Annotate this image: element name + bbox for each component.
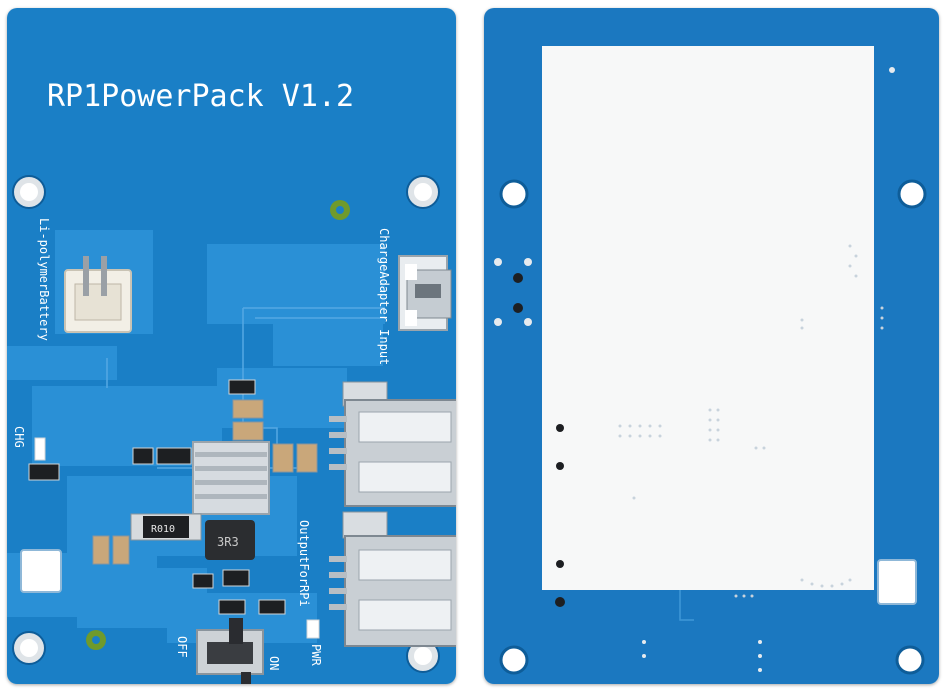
battery-label: Li-polymerBattery (37, 218, 51, 341)
back-trace (679, 590, 694, 621)
battery-connector (64, 256, 132, 333)
smd-components (28, 264, 417, 639)
inductor-marking: 3R3 (217, 535, 239, 549)
pcb-back (484, 8, 939, 684)
back-vias (555, 424, 565, 607)
off-label: OFF (175, 636, 189, 658)
power-switch (196, 618, 264, 684)
heatsink (192, 441, 270, 515)
pcb-front: RP1PowerPack V1.2 Li-polymerBattery Char… (7, 8, 456, 684)
chg-label: CHG (12, 426, 26, 448)
board-title: RP1PowerPack V1.2 (47, 79, 354, 114)
pcb-front-art: RP1PowerPack V1.2 Li-polymerBattery Char… (7, 8, 456, 684)
back-blue-dots (642, 67, 895, 672)
usb-a-port-bottom (329, 511, 456, 647)
pcb-back-art (484, 8, 939, 684)
charge-input-label: ChargeAdapter Input (377, 228, 391, 365)
back-dot-patterns (618, 244, 884, 598)
resistor-marking: R010 (151, 524, 175, 535)
back-mounting-holes (499, 179, 927, 675)
output-label: OutputForRPi (297, 520, 311, 607)
inductor-3r3: 3R3 (205, 520, 255, 560)
usb-a-port-top (329, 381, 456, 507)
back-solder-pad (877, 559, 917, 605)
back-usb-pads (494, 258, 532, 326)
backing-sticker (542, 46, 874, 590)
on-label: ON (267, 656, 281, 670)
resistor-r010: R010 (130, 513, 202, 541)
solder-pad-white (20, 549, 62, 593)
pwr-label: PWR (309, 644, 323, 666)
mounting-holes (12, 175, 440, 673)
